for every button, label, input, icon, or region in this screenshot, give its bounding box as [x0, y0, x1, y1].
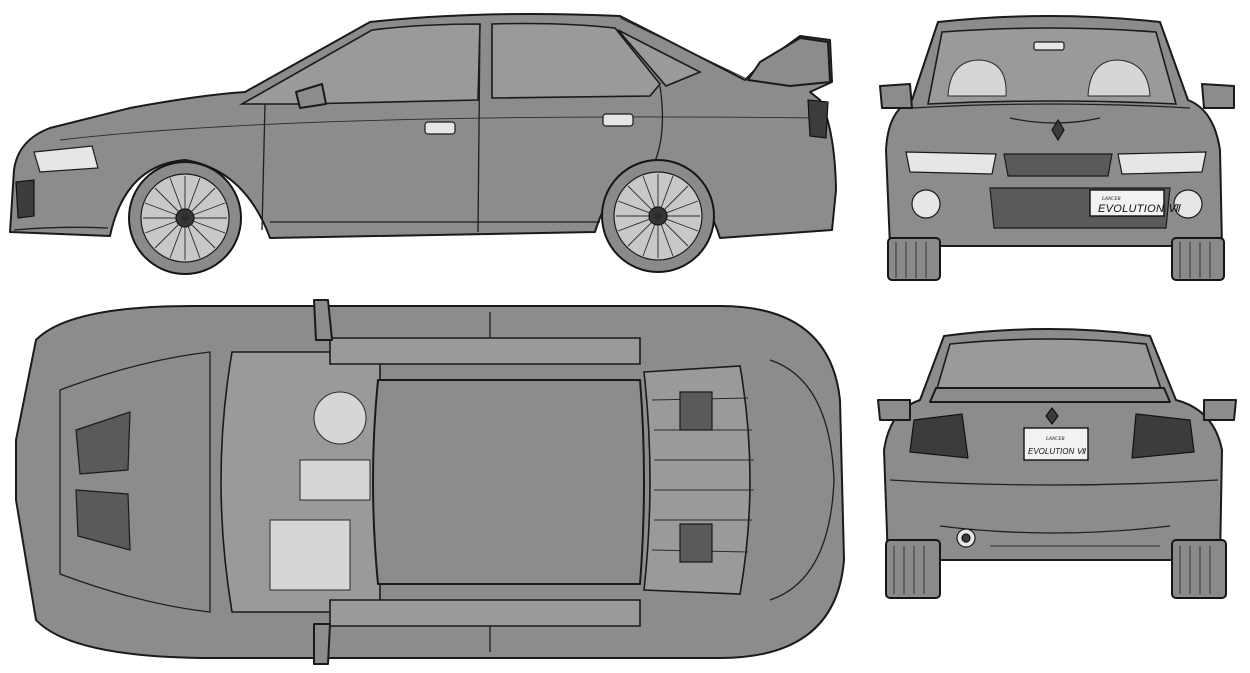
front-right-tire	[1171, 237, 1225, 281]
side-view	[9, 13, 837, 275]
top-passenger-seat	[269, 519, 351, 591]
side-roof-stripe	[619, 17, 746, 79]
front-left-seat	[947, 59, 1007, 97]
rear-plate-line2: EVOLUTION Ⅶ	[1028, 447, 1086, 456]
front-hood-vent	[1009, 117, 1101, 124]
top-left-hood-vent	[75, 411, 131, 475]
front-left-mirror	[879, 83, 913, 109]
rear-right-tire	[1171, 539, 1227, 599]
front-logo	[1051, 118, 1065, 142]
front-right-seat	[1087, 59, 1151, 97]
top-center-console	[299, 459, 371, 501]
rear-license-plate	[1023, 427, 1089, 461]
side-rear-window	[491, 22, 662, 99]
top-rear-lower-vent	[679, 523, 713, 563]
front-right-mirror	[1201, 83, 1235, 109]
top-roof	[372, 379, 645, 585]
side-rear-wing	[747, 37, 831, 87]
side-quarter-window	[617, 29, 702, 87]
rear-left-tail-light	[909, 413, 969, 459]
side-front-bumper	[13, 226, 109, 231]
side-mirror	[295, 83, 327, 109]
front-plate-line2: EVOLUTION Ⅶ	[1098, 203, 1182, 215]
top-left-mirror	[313, 299, 333, 341]
side-character-line	[59, 116, 821, 141]
side-front-intake	[15, 179, 35, 219]
front-left-tire	[887, 237, 941, 281]
front-left-headlight	[905, 151, 997, 175]
front-grille	[1003, 153, 1113, 177]
side-headlight	[33, 145, 99, 173]
top-view	[15, 299, 845, 665]
front-hood-line	[911, 103, 1191, 109]
rear-left-tire	[885, 539, 941, 599]
rear-window	[934, 338, 1164, 393]
rear-tire-tread	[893, 546, 1211, 594]
front-right-headlight	[1117, 151, 1207, 175]
top-rear-window	[643, 365, 751, 595]
rear-view: LANCER EVOLUTION Ⅶ	[877, 328, 1237, 599]
top-left-side-glass	[329, 337, 641, 365]
top-steering-wheel	[313, 391, 367, 445]
top-right-hood-vent	[75, 489, 131, 551]
front-plate-line1: LANCER	[1101, 197, 1121, 202]
side-front-door-handle	[424, 121, 456, 135]
side-rear-wheel	[601, 159, 715, 273]
front-license-plate	[1089, 189, 1165, 217]
rear-exhaust-inner	[961, 533, 971, 543]
rear-plate-line1: LANCER	[1045, 437, 1065, 442]
rear-right-mirror	[1203, 399, 1237, 421]
rear-logo	[1045, 407, 1059, 425]
top-hood-outline	[59, 351, 211, 613]
top-trunk-lid	[769, 359, 835, 601]
top-right-side-glass	[329, 599, 641, 627]
front-left-foglight	[911, 189, 941, 219]
side-rear-door-handle	[602, 113, 634, 127]
top-right-mirror	[313, 623, 331, 665]
side-tail-light	[807, 99, 829, 139]
front-tire-tread	[895, 242, 1211, 278]
front-view: LANCER EVOLUTION Ⅶ	[879, 15, 1235, 281]
side-b-pillar	[477, 23, 481, 233]
front-right-foglight	[1173, 189, 1203, 219]
side-front-window	[238, 23, 481, 105]
side-front-wheel	[128, 161, 242, 275]
side-front-door-line	[261, 103, 266, 231]
top-rear-upper-vent	[679, 391, 713, 431]
rear-left-mirror	[877, 399, 911, 421]
rear-right-tail-light	[1131, 413, 1195, 459]
rear-wing	[929, 387, 1171, 403]
front-rear-view-mirror	[1033, 41, 1065, 51]
rear-bumper-line	[889, 479, 1219, 486]
